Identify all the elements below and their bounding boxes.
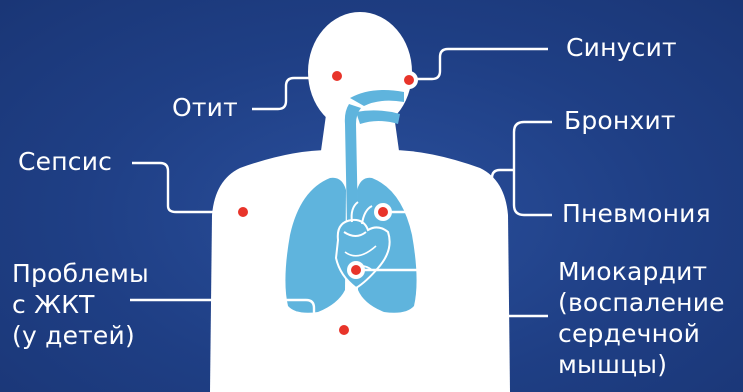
marker-icon-shoulder: [234, 203, 252, 221]
marker-icon-heart: [347, 261, 365, 279]
bronchitis-pneumonia-bracket: [514, 122, 552, 215]
label-bronchitis: Бронхит: [564, 107, 676, 134]
sinusitis-line: [412, 49, 548, 79]
label-sepsis: Сепсис: [18, 148, 112, 175]
marker-icon-abdomen: [335, 321, 353, 339]
label-gi-problems: Проблемы с ЖКТ (у детей): [12, 258, 149, 351]
marker-icon-lung: [374, 203, 392, 221]
label-pneumonia: Пневмония: [562, 200, 711, 227]
label-myocarditis: Миокардит (воспаление сердечной мышцы): [558, 256, 725, 380]
marker-icon-nose: [400, 71, 418, 89]
label-otitis: Отит: [172, 94, 238, 121]
marker-icon-ear: [328, 67, 346, 85]
label-sinusitis: Синусит: [566, 34, 677, 61]
